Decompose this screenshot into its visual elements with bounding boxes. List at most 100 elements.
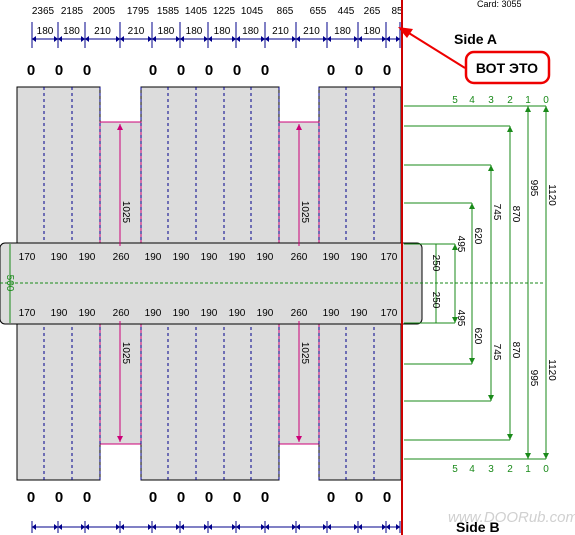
dimension-arrowhead	[58, 36, 62, 42]
top-position-label: 265	[364, 6, 381, 17]
dimension-arrowhead	[58, 524, 62, 530]
dimension-arrowhead	[382, 524, 386, 530]
callout: ВОТ ЭТО	[398, 27, 551, 85]
dimension-arrowhead	[323, 524, 327, 530]
dimension-arrowhead	[354, 36, 358, 42]
top-position-label: 1795	[127, 6, 150, 17]
row-value-lower: 190	[145, 308, 162, 319]
right-index-top: 3	[488, 95, 494, 106]
row-value-upper: 190	[323, 252, 340, 263]
top-width-label: 180	[214, 26, 231, 37]
dimension-arrowhead	[116, 36, 120, 42]
row-value-upper: 190	[145, 252, 162, 263]
row-value-upper: 190	[173, 252, 190, 263]
right-dimension-label-lower: 870	[510, 342, 521, 359]
top-width-label: 180	[334, 26, 351, 37]
dimension-arrowhead	[354, 524, 358, 530]
zero-mark-bottom: 0	[327, 489, 335, 506]
dimension-arrowhead	[54, 36, 58, 42]
right-arrowhead	[507, 434, 513, 440]
top-position-label: 1405	[185, 6, 208, 17]
zero-mark-bottom: 0	[205, 489, 213, 506]
right-arrowhead	[452, 317, 458, 323]
right-index-bottom: 0	[543, 464, 549, 475]
right-arrowhead	[525, 453, 531, 459]
row-value-upper: 190	[351, 252, 368, 263]
dimension-arrowhead	[208, 36, 212, 42]
dimension-arrowhead	[180, 36, 184, 42]
row-value-lower: 190	[257, 308, 274, 319]
right-arrowhead	[488, 395, 494, 401]
right-arrowhead	[543, 106, 549, 112]
dimension-arrowhead	[204, 524, 208, 530]
row-value-lower: 260	[113, 308, 130, 319]
right-arrowhead	[543, 453, 549, 459]
top-width-label: 180	[364, 26, 381, 37]
dimension-arrowhead	[386, 524, 390, 530]
row-value-upper: 190	[201, 252, 218, 263]
top-position-label: 2365	[32, 6, 55, 17]
row-value-lower: 190	[351, 308, 368, 319]
top-width-label: 210	[128, 26, 145, 37]
zero-mark-top: 0	[383, 62, 391, 79]
dimension-arrowhead	[85, 36, 89, 42]
dimension-arrowhead	[327, 36, 331, 42]
right-arrowhead	[507, 126, 513, 132]
zero-mark-bottom: 0	[261, 489, 269, 506]
side-b-label: Side B	[456, 519, 500, 535]
row-value-lower: 190	[79, 308, 96, 319]
right-arrowhead	[525, 106, 531, 112]
cut-arrowhead	[117, 124, 123, 130]
right-dimension-label-upper: 495	[455, 236, 466, 253]
zero-mark-top: 0	[55, 62, 63, 79]
zero-mark-top: 0	[177, 62, 185, 79]
dimension-arrowhead	[54, 524, 58, 530]
dimension-arrowhead	[120, 524, 124, 530]
zero-mark-top: 0	[261, 62, 269, 79]
top-position-label: 2185	[61, 6, 84, 17]
right-index-bottom: 4	[469, 464, 475, 475]
right-dimension-label-upper: 995	[528, 180, 539, 197]
right-index-top: 4	[469, 95, 475, 106]
right-dimension-label-upper: 1120	[546, 184, 557, 206]
zero-mark-bottom: 0	[233, 489, 241, 506]
cut-dimension-label: 1025	[299, 201, 310, 224]
zero-mark-bottom: 0	[355, 489, 363, 506]
dimension-arrowhead	[81, 524, 85, 530]
right-arrowhead	[452, 244, 458, 250]
dimension-arrowhead	[236, 36, 240, 42]
dimension-arrowhead	[232, 524, 236, 530]
top-position-label: 1585	[157, 6, 180, 17]
dimension-arrowhead	[176, 36, 180, 42]
zero-mark-top: 0	[233, 62, 241, 79]
dimension-arrowhead	[292, 524, 296, 530]
dimension-arrowhead	[396, 36, 400, 42]
row-value-upper: 190	[257, 252, 274, 263]
dimension-arrowhead	[296, 524, 300, 530]
right-index-bottom: 5	[452, 464, 458, 475]
right-dimension-label-upper: 620	[472, 228, 483, 245]
dimension-arrowhead	[232, 36, 236, 42]
dimension-arrowhead	[292, 36, 296, 42]
zero-mark-bottom: 0	[177, 489, 185, 506]
zero-mark-bottom: 0	[27, 489, 35, 506]
row-value-upper: 260	[291, 252, 308, 263]
top-position-label: 1225	[213, 6, 236, 17]
top-width-label: 210	[272, 26, 289, 37]
right-index-bottom: 3	[488, 464, 494, 475]
dimension-arrowhead	[81, 36, 85, 42]
row-value-lower: 170	[381, 308, 398, 319]
dimension-arrowhead	[152, 36, 156, 42]
top-width-label: 210	[303, 26, 320, 37]
dimension-arrowhead	[148, 36, 152, 42]
row-value-upper: 190	[51, 252, 68, 263]
right-dimension-label-upper: 870	[510, 206, 521, 223]
row-value-upper: 260	[113, 252, 130, 263]
zero-mark-bottom: 0	[149, 489, 157, 506]
dimension-arrowhead	[386, 36, 390, 42]
right-arrowhead	[469, 358, 475, 364]
zero-mark-bottom: 0	[383, 489, 391, 506]
dimension-arrowhead	[265, 524, 269, 530]
dimension-arrowhead	[208, 524, 212, 530]
dimension-arrowhead	[32, 36, 36, 42]
